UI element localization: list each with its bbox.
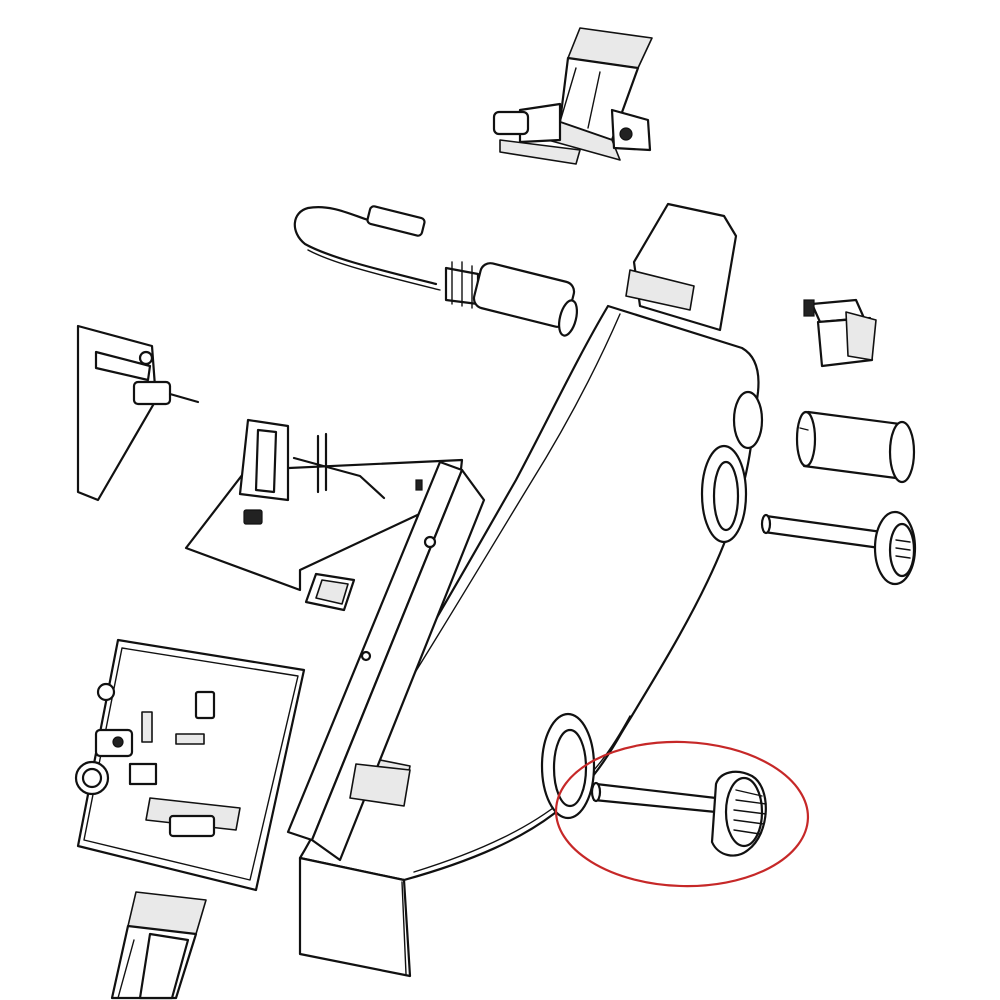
circuit-board-chassis xyxy=(74,324,486,892)
cable-sensor-assembly xyxy=(293,205,579,337)
knob-shaft-lower xyxy=(590,770,767,857)
main-housing-cover xyxy=(298,202,764,978)
capacitor-cylinder xyxy=(795,410,916,484)
knob-shaft-upper xyxy=(760,510,917,586)
switch-block xyxy=(803,298,877,368)
upper-mount-bracket xyxy=(492,27,653,165)
callout-highlight-ring xyxy=(554,740,810,888)
lower-mount-bracket xyxy=(110,891,207,1000)
